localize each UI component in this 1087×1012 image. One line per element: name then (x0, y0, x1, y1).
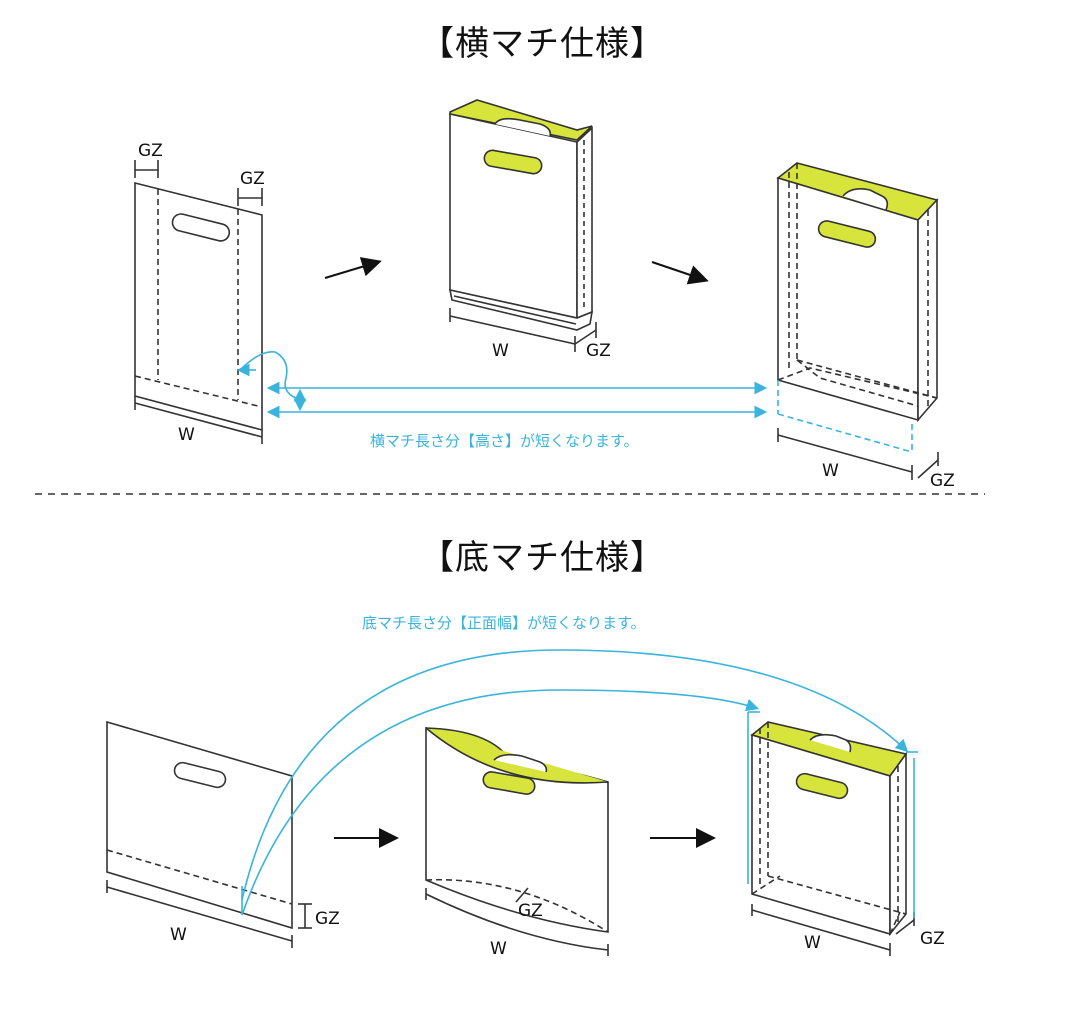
side-finished-bag (776, 162, 939, 423)
side-finished-dimensions (777, 428, 939, 480)
bottom-finished-blue-edges (747, 711, 918, 918)
side-finished-w-label: W (822, 461, 839, 481)
side-height-comparison (236, 351, 768, 419)
side-flat-gz-right-label: GZ (240, 169, 265, 189)
side-step-arrow-2 (651, 261, 709, 285)
bottom-width-arc (241, 649, 909, 916)
bottom-gusset-note: 底マチ長さ分【正面幅】が短くなります。 (362, 614, 646, 632)
bottom-folded-gz-label: GZ (518, 901, 543, 921)
side-folded-w-label: W (492, 341, 509, 361)
side-step-arrow-1 (324, 257, 382, 279)
side-gusset-title: 【横マチ仕様】 (420, 24, 665, 64)
bottom-finished-gz-label: GZ (920, 929, 945, 949)
bottom-folded-w-label: W (490, 939, 507, 959)
side-folded-gz-label: GZ (586, 341, 611, 361)
bottom-finished-w-label: W (804, 933, 821, 953)
side-flat-gz-left-label: GZ (138, 141, 163, 161)
side-finished-gz-label: GZ (930, 471, 955, 491)
bottom-flat-gz-label: GZ (315, 909, 340, 929)
side-folded-bag (448, 99, 597, 352)
side-flat-w-label: W (178, 425, 195, 445)
bottom-finished-bag (750, 721, 915, 956)
side-gusset-note: 横マチ長さ分【高さ】が短くなります。 (370, 432, 639, 450)
side-flat-bag (134, 160, 263, 444)
side-finished-missing-height (777, 380, 913, 453)
bottom-flat-w-label: W (170, 925, 187, 945)
bottom-folded-bag (425, 726, 609, 956)
bottom-flat-bag (106, 720, 312, 948)
bottom-gusset-title: 【底マチ仕様】 (420, 538, 665, 578)
